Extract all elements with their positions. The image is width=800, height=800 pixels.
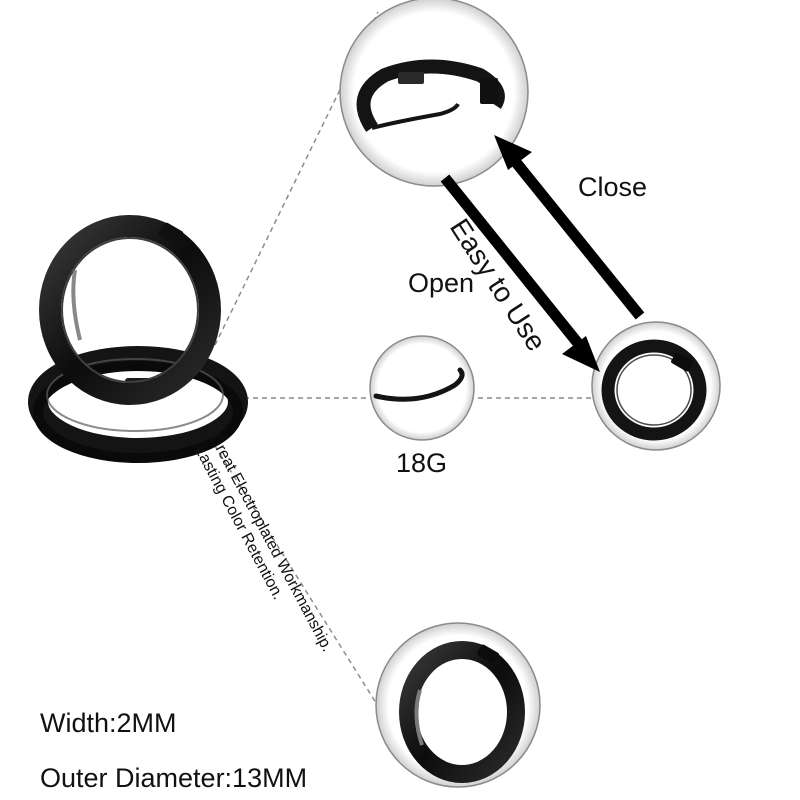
open-label: Open — [408, 268, 475, 298]
detail-circle-open-hinge — [339, 0, 529, 187]
width-spec: Width:2MM — [40, 708, 177, 738]
outer-diameter-spec: Outer Diameter:13MM — [40, 763, 308, 793]
arrow-open-icon — [440, 174, 600, 372]
close-label: Close — [578, 172, 648, 202]
earring-pair-main — [28, 215, 248, 463]
detail-circle-bottom-hoop — [375, 622, 541, 788]
detail-circle-closed — [591, 321, 721, 451]
standing-hoop-ring — [39, 215, 221, 405]
gauge-label: 18G — [396, 448, 448, 478]
detail-circle-gauge — [369, 335, 475, 441]
arrow-close-icon — [494, 135, 645, 320]
leader-line-bottom — [204, 429, 389, 723]
